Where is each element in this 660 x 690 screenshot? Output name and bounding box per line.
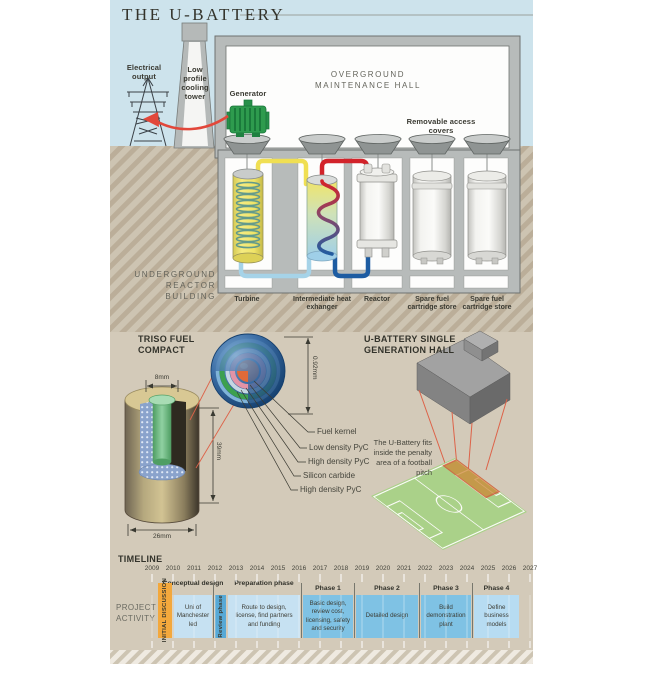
dim-092mm bbox=[284, 336, 313, 415]
reactor-building-label: UNDERGROUND REACTOR BUILDING bbox=[134, 270, 216, 301]
timeline-title: TIMELINE bbox=[118, 554, 163, 564]
dim-26mm bbox=[127, 524, 197, 536]
year-2026: 2026 bbox=[501, 565, 517, 572]
cooling-tower bbox=[173, 22, 215, 149]
year-2017: 2017 bbox=[312, 565, 328, 572]
football-pitch bbox=[371, 458, 527, 550]
phase-detail-conceptual: Uni of Manchester led bbox=[176, 604, 210, 628]
generator-icon bbox=[226, 99, 270, 137]
spare-store-1 bbox=[411, 170, 453, 265]
layer-label-high-density-pyc-2: High density PyC bbox=[300, 485, 362, 494]
phase-block-preparation: Route to design, license, find partners … bbox=[228, 595, 300, 638]
dim-label-092mm: 0.92mm bbox=[311, 356, 318, 380]
spare-store-2 bbox=[466, 170, 508, 265]
phase-header-3: Phase 3 bbox=[433, 585, 459, 592]
year-2012: 2012 bbox=[207, 565, 223, 572]
year-2014: 2014 bbox=[249, 565, 265, 572]
year-2023: 2023 bbox=[438, 565, 454, 572]
review-phase-label: Review phase bbox=[217, 595, 224, 638]
generator-label: Generator bbox=[229, 89, 267, 98]
phase-block-4: Define business models bbox=[474, 595, 519, 638]
separator-1 bbox=[213, 583, 214, 638]
phase-detail-3: Build demonstration plant bbox=[426, 604, 466, 628]
triso-particle bbox=[210, 333, 286, 409]
dim-39mm bbox=[199, 407, 219, 504]
year-2027: 2027 bbox=[522, 565, 538, 572]
power-flow-arrow bbox=[143, 112, 229, 131]
separator-5 bbox=[472, 583, 473, 638]
year-2009: 2009 bbox=[144, 565, 160, 572]
year-2020: 2020 bbox=[375, 565, 391, 572]
year-2010: 2010 bbox=[165, 565, 181, 572]
maintenance-hall-label: OVERGROUND MAINTENANCE HALL bbox=[314, 70, 422, 90]
turbine-vessel bbox=[232, 168, 264, 264]
dim-label-26mm: 26mm bbox=[152, 533, 172, 540]
phase-block-conceptual: Uni of Manchester led bbox=[174, 595, 212, 638]
cooling-tower-label: Low profile cooling tower bbox=[181, 65, 209, 101]
access-covers-label: Removable access covers bbox=[406, 117, 476, 135]
dim-label-39mm: 39mm bbox=[215, 442, 222, 461]
phase-header-conceptual: Conceptual design bbox=[162, 580, 224, 587]
phase-block-2: Detailed design bbox=[356, 595, 418, 638]
year-2015: 2015 bbox=[270, 565, 286, 572]
layer-label-fuel-kernel: Fuel kernel bbox=[317, 427, 357, 436]
phase-detail-4: Define business models bbox=[484, 604, 509, 628]
phase-bar-initial-discussion: INITIAL DISCUSSION bbox=[158, 578, 172, 643]
year-2021: 2021 bbox=[396, 565, 412, 572]
footer-hatch-strip bbox=[110, 650, 533, 664]
phase-header-2: Phase 2 bbox=[374, 585, 400, 592]
equipment-label-heat-exchanger: Intermediate heat exhanger bbox=[293, 296, 351, 312]
dim-8mm bbox=[145, 380, 179, 392]
penalty-area-highlight bbox=[442, 458, 501, 499]
phase-header-preparation: Preparation phase bbox=[234, 580, 294, 587]
phase-header-1: Phase 1 bbox=[315, 585, 341, 592]
year-2022: 2022 bbox=[417, 565, 433, 572]
generation-hall-building bbox=[416, 330, 511, 425]
fuel-compact-cylinder bbox=[124, 386, 200, 524]
electrical-output-label: Electrical output bbox=[126, 63, 162, 81]
year-2011: 2011 bbox=[187, 565, 201, 572]
layer-leaders bbox=[236, 380, 315, 491]
year-2018: 2018 bbox=[333, 565, 349, 572]
layer-label-high-density-pyc-1: High density PyC bbox=[308, 457, 370, 466]
year-2019: 2019 bbox=[354, 565, 370, 572]
layer-label-low-density-pyc: Low density PyC bbox=[309, 443, 369, 452]
phase-block-3: Build demonstration plant bbox=[421, 595, 471, 638]
equipment-label-turbine: Turbine bbox=[234, 296, 260, 303]
year-2025: 2025 bbox=[480, 565, 496, 572]
phase-detail-2: Detailed design bbox=[365, 612, 409, 620]
year-2016: 2016 bbox=[291, 565, 307, 572]
dim-label-8mm: 8mm bbox=[154, 374, 170, 381]
year-2013: 2013 bbox=[228, 565, 244, 572]
separator-3 bbox=[354, 583, 355, 638]
generation-hall-title: U-BATTERY SINGLE GENERATION HALL bbox=[364, 334, 456, 356]
timeline-axis-label: PROJECT ACTIVITY bbox=[116, 603, 156, 624]
triso-section-title: TRISO FUEL COMPACT bbox=[138, 334, 195, 356]
equipment-label-reactor: Reactor bbox=[363, 296, 391, 303]
phase-bar-review: Review phase bbox=[215, 595, 226, 638]
pitch-note: The U-Battery fits inside the penalty ar… bbox=[373, 438, 432, 477]
phase-header-4: Phase 4 bbox=[483, 585, 510, 592]
phase-detail-preparation: Route to design, license, find partners … bbox=[235, 604, 293, 628]
pipe-return-lightblue bbox=[238, 249, 312, 279]
page-title: THE U-BATTERY bbox=[122, 5, 286, 24]
separator-2 bbox=[301, 583, 302, 638]
phase-detail-1: Basic design, review cost, licensing, sa… bbox=[305, 600, 351, 632]
reactor-vessel bbox=[356, 163, 398, 258]
equipment-label-spare-1: Spare fuel cartridge store bbox=[407, 296, 457, 312]
initial-discussion-label: INITIAL DISCUSSION bbox=[162, 578, 168, 643]
pipe-cold-blue bbox=[332, 247, 371, 279]
pipe-hot-gas-yellow bbox=[255, 158, 309, 208]
layer-label-silicon-carbide: Silicon carbide bbox=[303, 471, 356, 480]
year-2024: 2024 bbox=[459, 565, 475, 572]
separator-4 bbox=[419, 583, 420, 638]
equipment-label-spare-2: Spare fuel cartridge store bbox=[462, 296, 512, 312]
phase-block-1: Basic design, review cost, licensing, sa… bbox=[303, 595, 353, 638]
heat-exchanger-vessel bbox=[306, 174, 340, 262]
